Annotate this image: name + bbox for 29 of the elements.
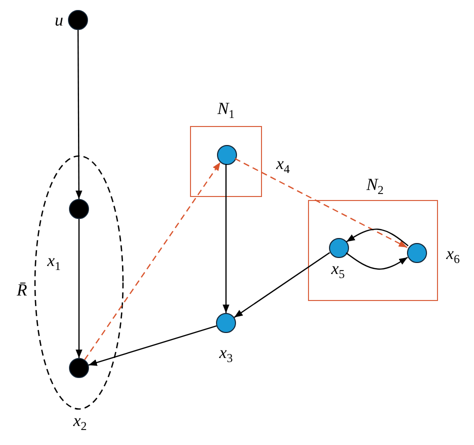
vertex-label: x$_{5}$ — [331, 260, 345, 280]
arrow — [234, 252, 330, 318]
dashed-ellipse-region — [34, 155, 124, 410]
graph-vertex — [329, 238, 349, 258]
arrow — [234, 158, 408, 248]
arrow — [76, 219, 82, 358]
cluster-box — [308, 200, 438, 301]
arrow — [346, 228, 409, 246]
arrow — [346, 252, 408, 270]
graph-vertex — [407, 243, 427, 263]
graph-vertex — [68, 10, 88, 30]
vertex-label: x$_{1}$ — [47, 252, 61, 272]
vertex-label: u — [54, 12, 64, 28]
vertex-label: x$_{4}$ — [276, 154, 290, 176]
vertex-label: N$_{1}$ — [217, 100, 235, 120]
graph-vertex — [217, 145, 237, 165]
vertex-label: R̄ — [16, 282, 28, 298]
graph-vertex — [69, 358, 89, 378]
arrow — [84, 162, 221, 360]
vertex-label: x$_{6}$ — [446, 244, 460, 266]
arrow — [222, 164, 230, 313]
vertex-label: N$_{2}$ — [366, 176, 384, 196]
graph-vertex — [216, 313, 236, 333]
vertex-label: x$_{3}$ — [219, 344, 233, 364]
graph-vertex — [69, 199, 89, 219]
arrow — [76, 30, 82, 199]
arrow — [88, 325, 217, 366]
cluster-box — [190, 126, 262, 197]
vertex-label: x$_{2}$ — [73, 412, 87, 432]
